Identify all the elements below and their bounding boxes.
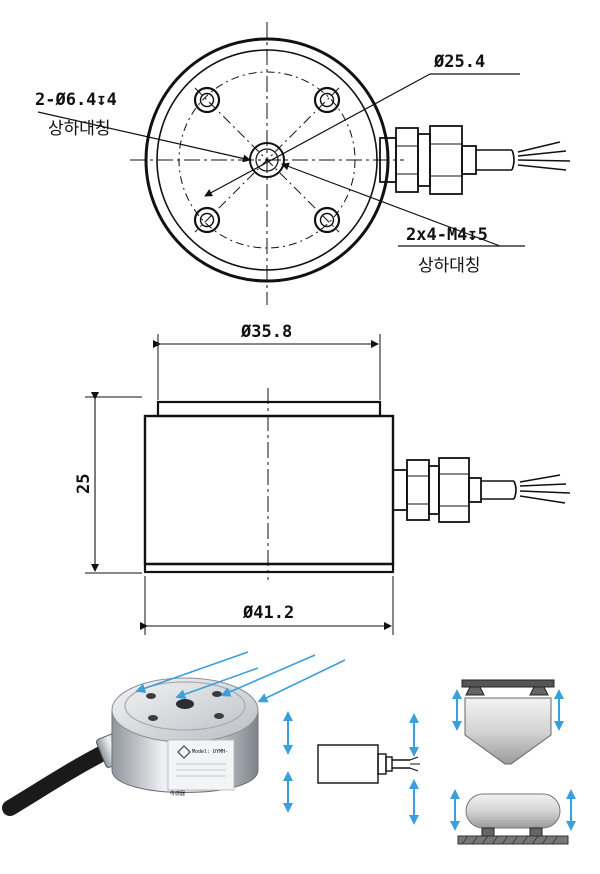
label-mount-holes-note: 상하대칭 xyxy=(48,119,111,139)
tank-icon xyxy=(450,789,576,845)
cable-top xyxy=(476,141,571,171)
photo-label-sticker xyxy=(167,739,235,791)
cable-gland-top xyxy=(379,125,477,195)
photo-force-arrows xyxy=(135,651,346,703)
body xyxy=(143,414,395,566)
cable-gland-side xyxy=(392,457,482,523)
leader-bolt-circle xyxy=(204,73,431,197)
photo-brand-logo xyxy=(177,745,191,759)
photo-brand-text: 传感器 xyxy=(170,790,185,797)
tank-support-right xyxy=(529,827,543,837)
photo-hole-1 xyxy=(146,693,156,699)
centerline-diagonal-b xyxy=(194,87,340,233)
label-top-diameter: Ø35.8 xyxy=(240,322,292,342)
hopper-foot-left xyxy=(465,686,485,696)
hopper-foot-right xyxy=(529,686,549,696)
base-plate xyxy=(143,562,395,574)
photo-top-face xyxy=(111,677,259,743)
hopper-body xyxy=(464,697,552,765)
photo-hole-4 xyxy=(214,713,224,719)
sensor-side-icon xyxy=(317,744,420,784)
label-threaded-holes-note: 상하대칭 xyxy=(418,256,481,276)
hopper-icon xyxy=(452,679,564,765)
product-photo: Model: DYMH- 传感器 xyxy=(2,651,346,816)
label-threaded-holes: 2x4-M4↧5 xyxy=(406,225,488,245)
tank-support-left xyxy=(481,827,495,837)
photo-center-hole xyxy=(176,699,194,709)
label-base-diameter: Ø41.2 xyxy=(242,603,294,623)
top-cap xyxy=(156,400,382,418)
leader-threaded-holes xyxy=(281,162,501,247)
side-view xyxy=(85,334,571,635)
photo-cable xyxy=(2,744,113,816)
leader-mount-holes xyxy=(37,111,251,163)
tank-body xyxy=(465,793,561,829)
label-mount-holes: 2-Ø6.4↧4 xyxy=(35,90,117,110)
photo-model-text: Model: DYMH- xyxy=(192,749,228,755)
label-bolt-circle: Ø25.4 xyxy=(433,52,485,72)
photo-hole-3 xyxy=(148,715,158,721)
cable-side xyxy=(481,474,571,504)
hopper-top-beam xyxy=(461,679,555,688)
mounting-hole-top-left xyxy=(193,86,221,114)
mounting-hole-bottom-left xyxy=(193,206,221,234)
tank-ground xyxy=(457,835,569,845)
mounting-hole-top-right xyxy=(313,86,341,114)
label-height: 25 xyxy=(74,474,94,494)
top-view xyxy=(37,22,571,305)
photo-hole-2 xyxy=(212,691,222,697)
mounting-hole-bottom-right xyxy=(313,206,341,234)
